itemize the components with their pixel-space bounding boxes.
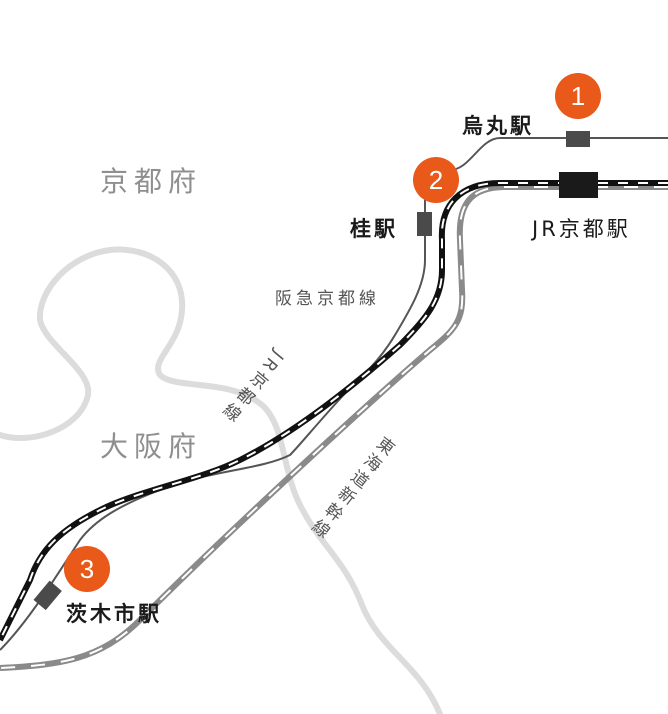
station-badge-1[interactable]: 1	[555, 73, 601, 119]
ibaraki-station-marker[interactable]	[33, 580, 62, 611]
hankyu-line	[0, 200, 426, 651]
karasuma-station-marker[interactable]	[566, 131, 590, 147]
katsura-station-label[interactable]: 桂駅	[350, 217, 398, 241]
kyoto-prefecture-label: 京都府	[100, 165, 203, 198]
station-badge-2[interactable]: 2	[413, 157, 459, 203]
jr-kyoto-station-label[interactable]: JR京都駅	[532, 217, 631, 241]
osaka-prefecture-label: 大阪府	[100, 430, 203, 463]
ibaraki-station-label[interactable]: 茨木市駅	[66, 602, 162, 626]
karasuma-station-label[interactable]: 烏丸駅	[462, 114, 534, 138]
jr-kyoto-line-dash	[0, 182, 668, 641]
hankyu-line-label: 阪急京都線	[275, 289, 380, 309]
katsura-station-marker[interactable]	[417, 212, 432, 236]
prefecture-boundary	[0, 246, 443, 714]
shinkansen-line-dash	[0, 186, 668, 669]
station-badge-3[interactable]: 3	[64, 546, 110, 592]
jr-kyoto-station-marker[interactable]	[559, 172, 598, 198]
